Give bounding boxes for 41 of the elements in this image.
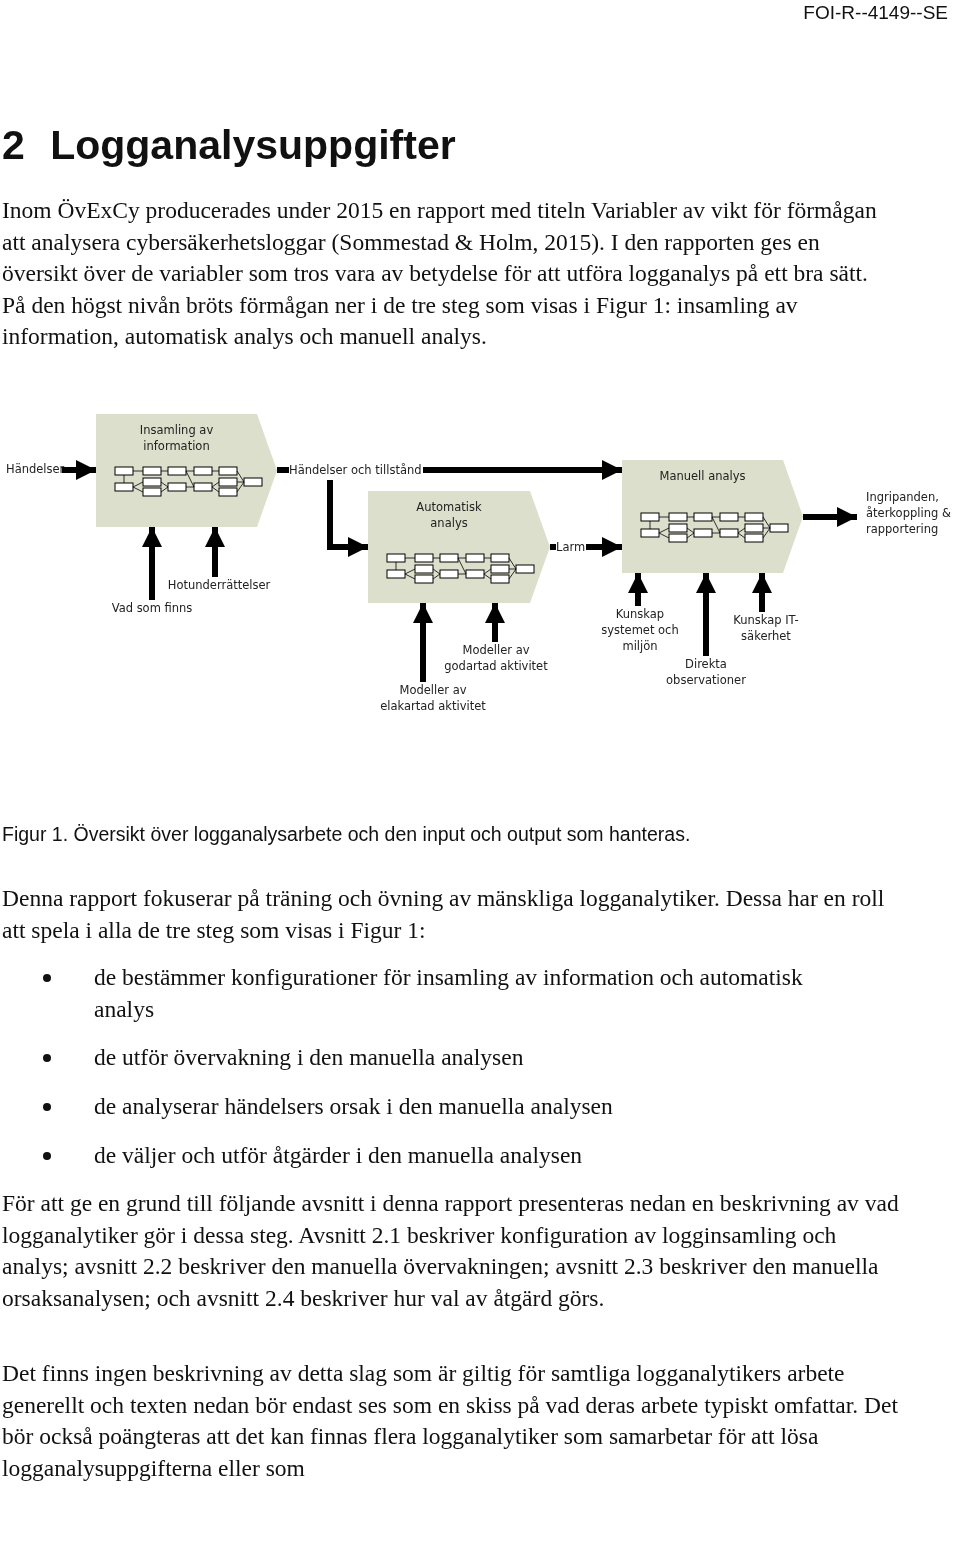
paragraph: Inom ÖvExCy producerades under 2015 en rapport med titeln Variabler av vikt för förmågan att analysera cybersäkerhetsloggar (Sommestad & Holm, 2015). I den rapporten ges en översikt över de variabler som tros vara av betydelse för att utföra logganalys på ett bra sätt. På den högst nivån bröts förmågan ner i de tre steg som visas i Figur 1: insamling av information, automatisk analys och manuell analys. — [2, 196, 877, 351]
bullet-item: de analyserar händelsers orsak i den manuella analysen — [0, 1091, 854, 1123]
step-title: Insamling av information — [138, 422, 215, 454]
bullet-item: de väljer och utför åtgärder i den manuella analysen — [0, 1140, 854, 1172]
section-heading: 2 Logganalysuppgifter — [2, 122, 456, 169]
arrow — [628, 573, 648, 606]
input-label: Modeller av elakartad aktivitet — [376, 682, 490, 716]
paragraph: För att ge en grund till följande avsnitt i denna rapport presenteras nedan en beskrivning av vad logganalytiker gör i dessa steg. Avsnitt 2.1 beskriver konfiguration av logginsamling och analys; avsnitt 2.2 beskriver den manuella övervakningen; avsnitt 2.3 beskriver den manuella orsaksanalysen; och avsnitt 2.4 beskriver hur val av åtgärd görs. — [2, 1189, 900, 1313]
connector-line — [277, 467, 289, 473]
paragraph: Denna rapport fokuserar på träning och övning av mänskliga logganalytiker. Dessa har en roll att spela i alla de tre steg som visas i Figur 1: — [2, 884, 886, 945]
bullet-item: de utför övervakning i den manuella analysen — [0, 1042, 854, 1074]
input-label: Vad som finns — [108, 600, 196, 616]
input-label: Ingripanden, återkoppling & rapportering — [866, 489, 960, 541]
arrow — [485, 603, 505, 642]
process-pentagon — [622, 460, 803, 573]
arrow — [142, 527, 162, 600]
input-label: Kunskap systemet och miljön — [598, 606, 682, 656]
arrow — [752, 573, 772, 612]
arrow — [327, 480, 368, 557]
arrow — [803, 507, 857, 527]
input-label: Modeller av godartad aktivitet — [440, 642, 552, 676]
edge-label: Händelser och tillstånd — [289, 462, 423, 478]
connector-line — [550, 544, 556, 550]
arrow — [413, 603, 433, 682]
input-label: Kunskap IT-säkerhet — [724, 612, 808, 646]
step-title: Manuell analys — [658, 468, 747, 484]
edge-label: Larm — [556, 539, 586, 555]
input-label: Hotunderrättelser — [164, 577, 274, 593]
paragraph: Det finns ingen beskrivning av detta slag som är giltig för samtliga logganalytikers arbete generellt och texten nedan bör endast ses som en skiss på vad deras arbete typiskt omfattar. Det bör också poängteras att det kan finnas flera logganalytiker som samarbetar för att lösa logganalysuppgifterna eller som — [2, 1359, 899, 1483]
arrow — [586, 537, 622, 557]
process-pentagon — [96, 414, 277, 527]
input-label: Direkta observationer — [662, 656, 750, 690]
arrow — [423, 460, 622, 480]
arrow — [696, 573, 716, 656]
bullet-item: de bestämmer konfigurationer för insamling av information och automatisk analys — [0, 962, 854, 1025]
process-pentagon — [368, 491, 550, 603]
arrow — [205, 527, 225, 577]
figure-caption: Figur 1. Översikt över logganalysarbete och den input och output som hanteras. — [2, 823, 691, 846]
page-header: FOI-R--4149--SE — [803, 2, 948, 24]
arrow — [62, 460, 96, 480]
step-title: Automatisk analys — [415, 499, 483, 531]
